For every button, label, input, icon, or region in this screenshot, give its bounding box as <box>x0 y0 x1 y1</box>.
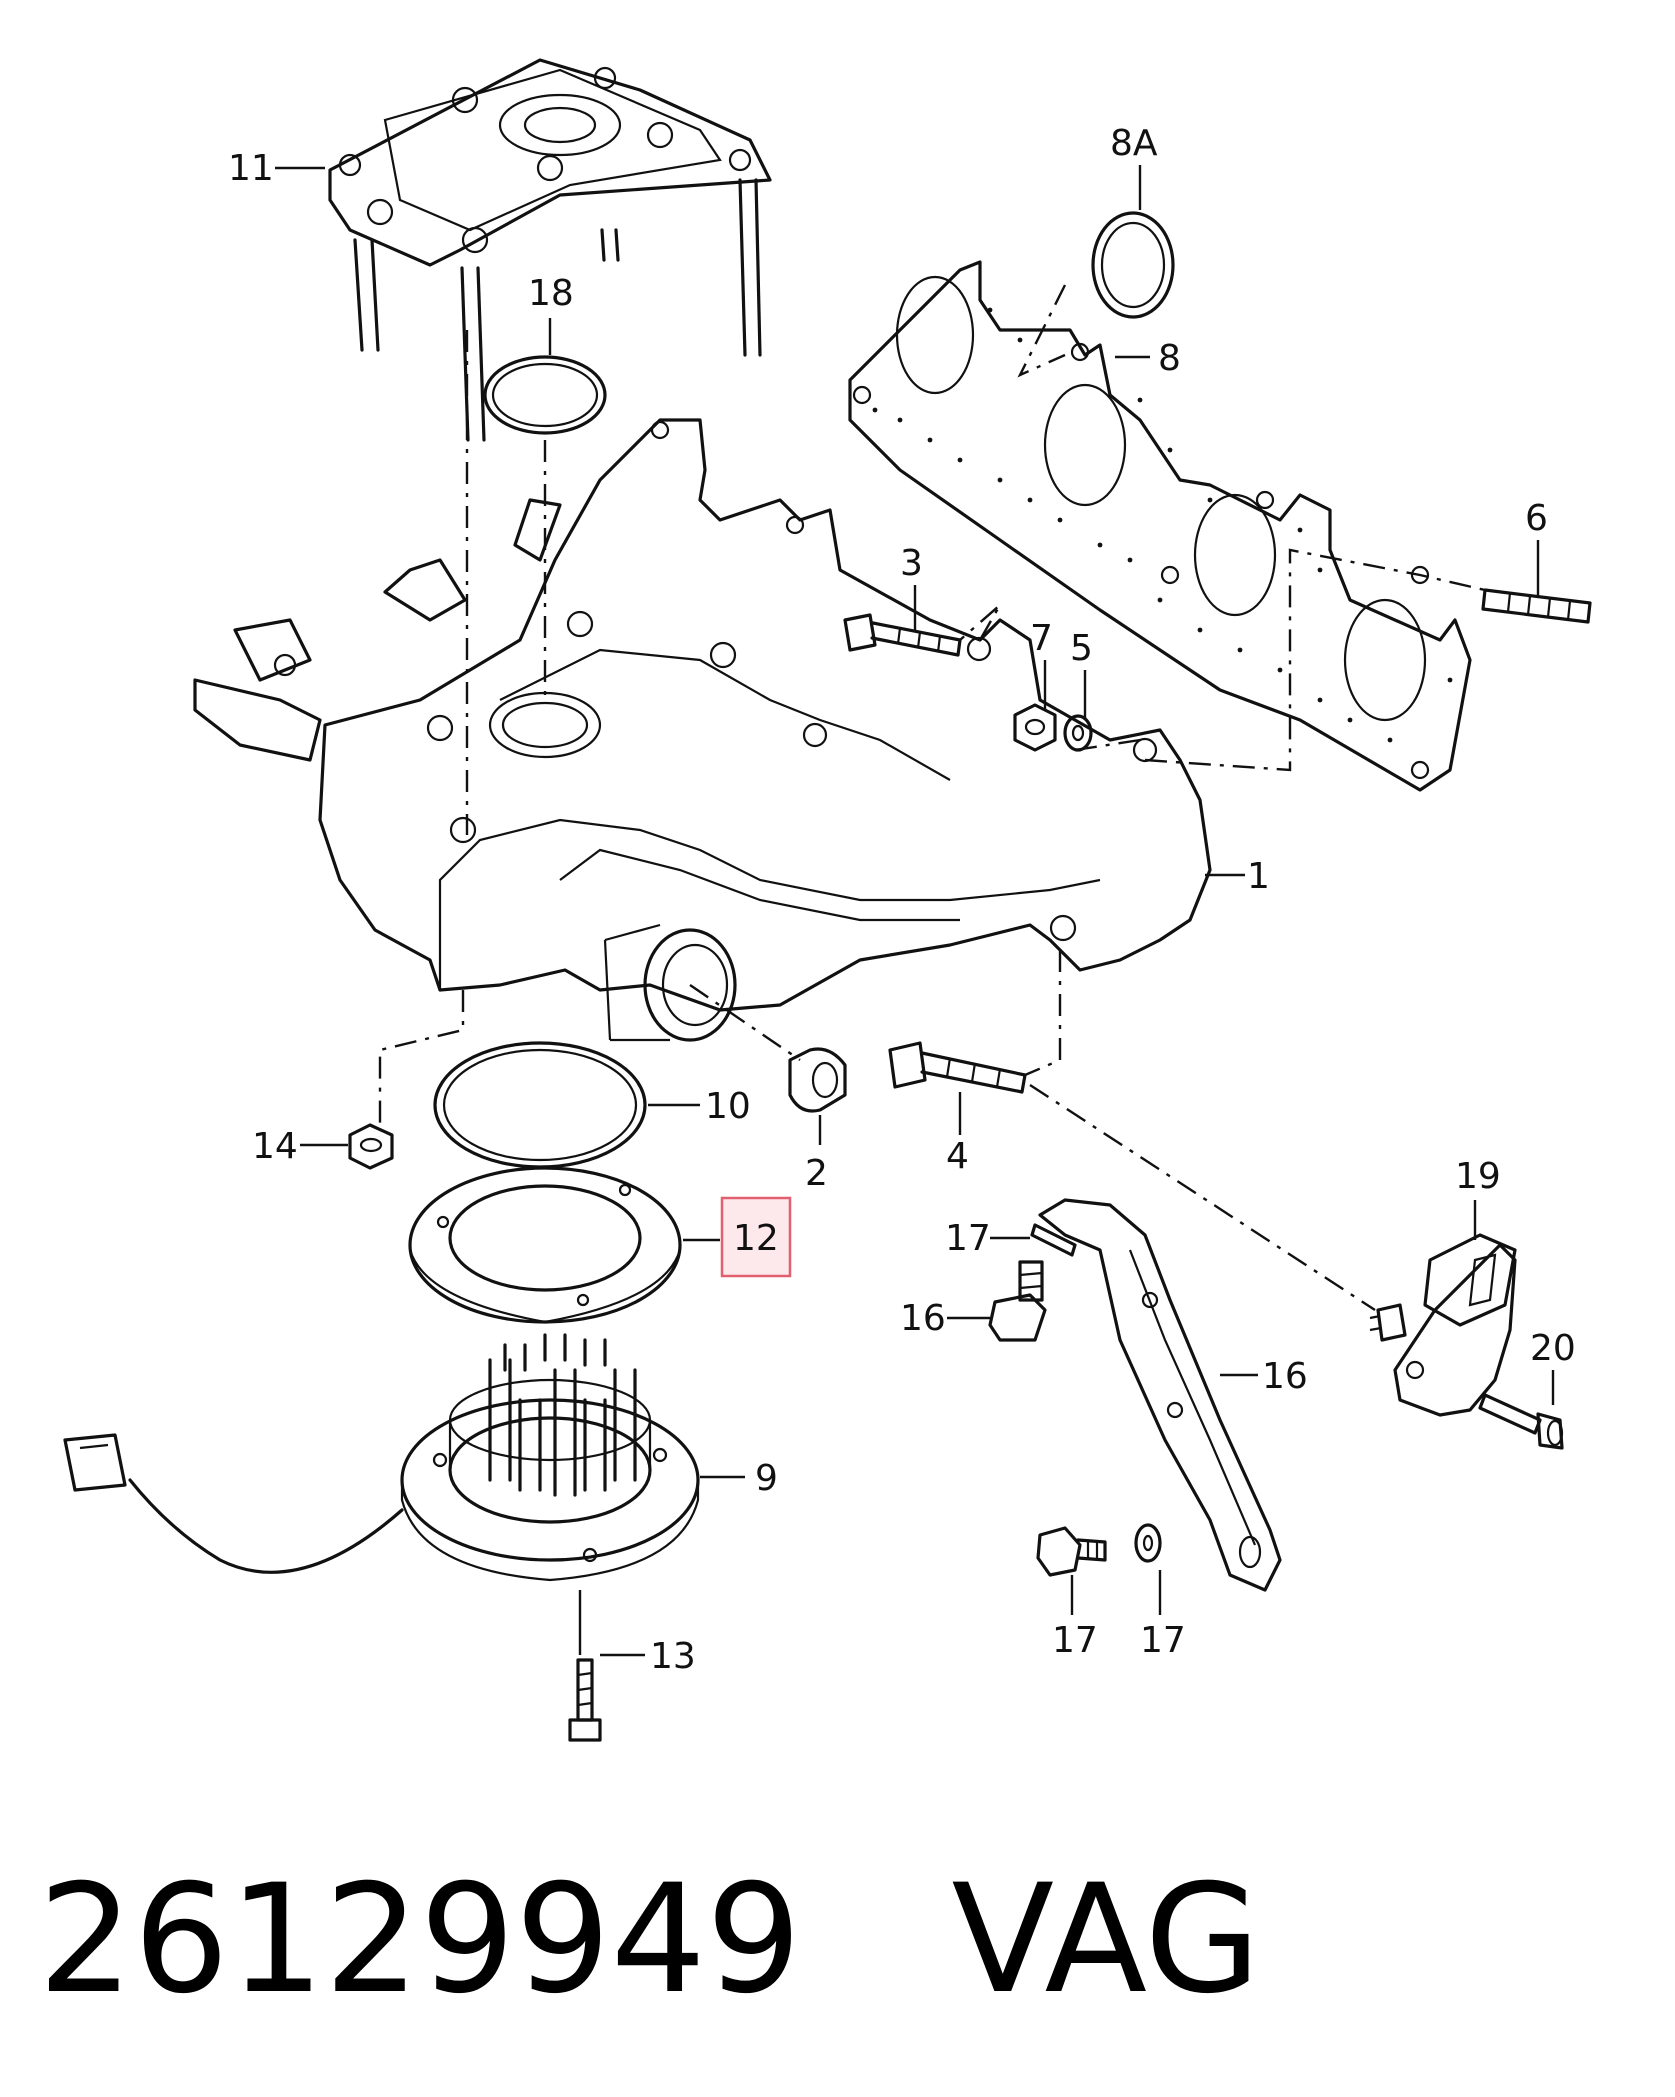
assembly-centerlines <box>378 284 1486 1312</box>
exploded-parts-diagram: 11 18 8A 8 6 3 7 5 1 10 2 4 14 12 17 16 … <box>63 58 1592 1742</box>
sensor-housing-9 <box>63 1333 700 1582</box>
washer-17a <box>1030 1223 1077 1257</box>
leader-lines <box>275 165 1555 1657</box>
bracket-15 <box>1038 1198 1282 1592</box>
callout-13: 11 <box>228 148 274 189</box>
mounting-plate-13 <box>328 58 772 442</box>
callout-11: 12 <box>733 1218 779 1259</box>
screw-12 <box>568 1658 602 1742</box>
callout-9: 9 <box>755 1458 778 1499</box>
callout-20: 20 <box>1530 1328 1576 1369</box>
callout-19: 19 <box>1455 1156 1501 1197</box>
callout-6: 6 <box>1525 498 1548 539</box>
part-caption: 26129949 VAG <box>38 1850 1638 2030</box>
plug-2 <box>788 1047 847 1113</box>
stud-6 <box>1481 588 1592 624</box>
callout-18: 18 <box>528 273 574 314</box>
nut-7 <box>1013 703 1057 752</box>
bolt-3 <box>843 613 962 657</box>
sensor-19 <box>1369 1233 1517 1417</box>
part-number: 26129949 <box>38 1853 802 2027</box>
callout-10: 10 <box>705 1086 751 1127</box>
callout-8: 8 <box>1158 338 1181 379</box>
brand-name: VAG <box>951 1853 1261 2027</box>
callout-14: 14 <box>252 1126 298 1167</box>
highlight-box-11 <box>720 1196 792 1278</box>
callout-5: 5 <box>1070 628 1093 669</box>
callout-17a: 17 <box>945 1218 991 1259</box>
callout-labels: 11 18 8A 8 6 3 7 5 1 10 2 4 14 12 17 16 … <box>228 123 1576 1677</box>
callout-4: 4 <box>946 1136 969 1177</box>
screw-20 <box>1478 1393 1564 1450</box>
bolt-16b <box>1036 1526 1107 1577</box>
callout-1: 1 <box>1247 856 1270 897</box>
gasket-ring-10 <box>433 1041 647 1169</box>
callout-17b: 17 <box>1140 1620 1186 1661</box>
callout-16b: 17 <box>1052 1620 1098 1661</box>
gasket-11 <box>408 1166 682 1324</box>
manifold-gasket-8 <box>848 260 1472 792</box>
callout-12: 13 <box>650 1636 696 1677</box>
o-ring-18 <box>483 355 607 435</box>
callout-15: 16 <box>1262 1356 1308 1397</box>
callout-3: 3 <box>900 543 923 584</box>
nut-14 <box>348 1123 394 1170</box>
callout-8A: 8A <box>1110 123 1158 164</box>
washer-17b <box>1134 1523 1162 1563</box>
ring-seal-8A <box>1091 211 1175 319</box>
callout-16a: 16 <box>900 1298 946 1339</box>
callout-2: 2 <box>805 1153 828 1194</box>
bolt-4 <box>888 1041 1027 1094</box>
bolt-16a <box>988 1260 1047 1342</box>
callout-7: 7 <box>1030 618 1053 659</box>
manifold-body-1 <box>193 418 1212 1042</box>
